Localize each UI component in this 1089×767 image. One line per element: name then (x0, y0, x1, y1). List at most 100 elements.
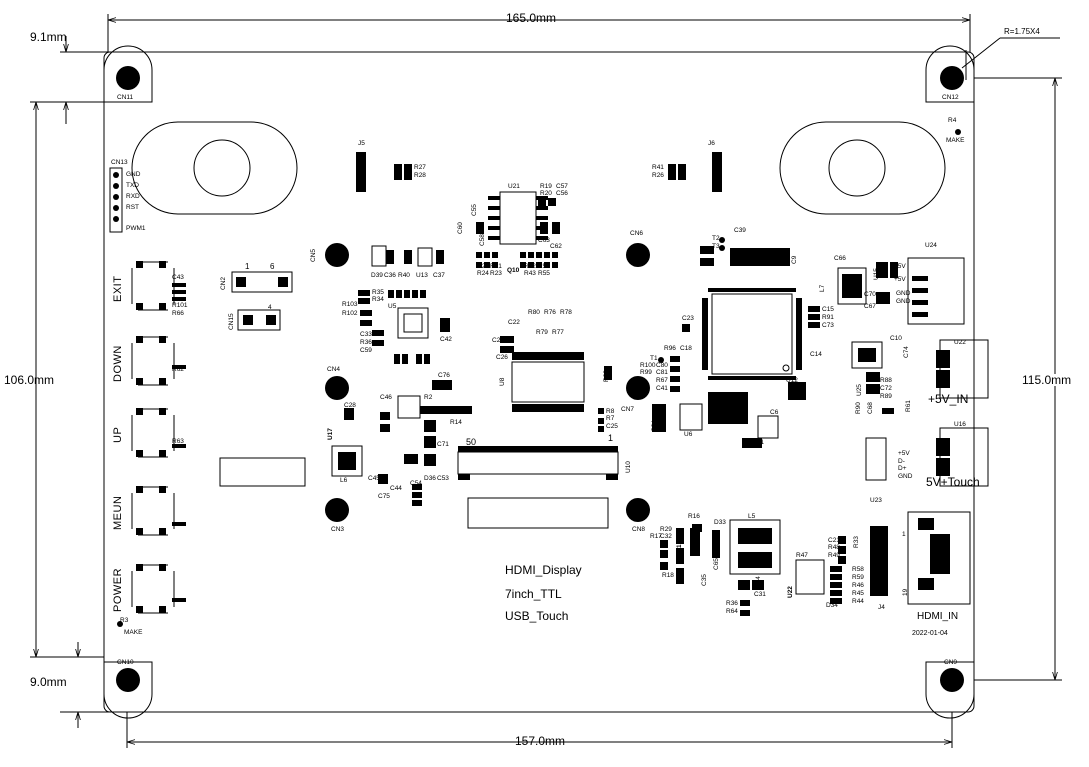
ref-r33: R33 (853, 536, 860, 548)
ref-c70: C70 (864, 291, 876, 298)
r4-make: MAKE (946, 137, 965, 144)
mount-hole-cn6: CN6 (630, 230, 644, 237)
ref-r21: R21 (490, 263, 502, 270)
ref-c22: C22 (508, 319, 520, 326)
ref-r56: R56 (538, 263, 550, 270)
ref-t2: T2 (712, 235, 720, 242)
ref-r40: R40 (398, 272, 410, 279)
ref-c71: C71 (437, 441, 449, 448)
ref-c39: C39 (734, 227, 746, 234)
ref-c76: C76 (438, 372, 450, 379)
ref-r90: R90 (855, 402, 862, 414)
ref-d36: D36 (424, 475, 436, 482)
ref-r43: R43 (524, 270, 536, 277)
fpc-pin-1: 1 (608, 433, 614, 443)
r4-label: R4 (948, 117, 957, 124)
ref-r41: R41 (652, 164, 664, 171)
header-pin-txd: TXD (126, 182, 139, 189)
mount-hole-cn12: CN12 (942, 94, 959, 101)
ref-c33: C33 (360, 331, 372, 338)
mount-hole-cn8: CN8 (632, 526, 646, 533)
mount-hole-cn10: CN10 (117, 659, 134, 666)
cn15-pin-mark: 4 (268, 304, 272, 311)
ref-c73: C73 (822, 322, 834, 329)
ref-r18: R18 (662, 572, 674, 579)
mount-hole-cn5: CN5 (310, 248, 317, 262)
ref-r47: R47 (796, 552, 808, 559)
u23-pin-4: GND (898, 473, 913, 480)
ref-c46: C46 (380, 394, 392, 401)
ref-r60: R60 (659, 420, 666, 432)
ref-c68: C68 (867, 402, 874, 414)
ref-r17: R17 (650, 533, 662, 540)
ref-r67: R67 (656, 377, 668, 384)
ref-u25: U25 (856, 384, 863, 396)
hdmi-pin-1: 1 (902, 531, 906, 538)
ref-r55: R55 (538, 270, 550, 277)
ref-r44: R44 (852, 598, 864, 605)
ref-c44: C44 (390, 485, 402, 492)
board-title-line1: HDMI_Display (505, 563, 582, 577)
ref-r42: R42 (524, 263, 536, 270)
ref-c42: C42 (440, 336, 452, 343)
ref-r78: R78 (560, 309, 572, 316)
ref-r27: R27 (414, 164, 426, 171)
ref-u11: U11 (676, 544, 683, 556)
u24-pin-1: +5V (894, 263, 906, 270)
ref-c65: C65 (713, 558, 720, 570)
ref-q10: Q10 (507, 267, 520, 274)
connector-u23: U23 (870, 497, 882, 504)
ref-u15: U15 (873, 268, 880, 280)
ref-u12: U12 (786, 377, 798, 384)
ref-l7: L7 (819, 284, 826, 292)
u24-pin-2: +5V (894, 276, 906, 283)
ref-r100: R100 (640, 362, 656, 369)
u23-pin-2: D- (898, 458, 905, 465)
hdmi-pin-19: 19 (902, 588, 909, 596)
ref-c72: C72 (880, 385, 892, 392)
ref-c45: C45 (368, 475, 380, 482)
ref-r79: R79 (536, 329, 548, 336)
ref-r16: R16 (688, 513, 700, 520)
ref-c74: C74 (903, 346, 910, 358)
button-label-exit: EXIT (112, 275, 124, 302)
ref-c37: C37 (433, 272, 445, 279)
connector-u16: U16 (954, 421, 966, 428)
r3-label: R3 (120, 617, 129, 624)
ref-c21: C21 (828, 537, 840, 544)
ref-c53: C53 (437, 475, 449, 482)
ref-t1: T1 (650, 355, 658, 362)
ref-c32: C32 (660, 533, 672, 540)
ref-r26: R26 (652, 172, 664, 179)
ref-u6: U6 (684, 431, 693, 438)
ref-c61: C61 (360, 320, 372, 327)
connector-u24: U24 (925, 242, 937, 249)
ref-c14: C14 (810, 351, 822, 358)
connector-u10: U10 (625, 461, 632, 473)
ref-d33: D33 (714, 519, 726, 526)
ref-r89: R89 (880, 393, 892, 400)
connector-u22: U22 (954, 339, 966, 346)
ref-d34: D34 (826, 602, 838, 609)
u24-pin-4: GND (896, 298, 911, 305)
label-5v-touch: 5V+Touch (926, 475, 980, 489)
ref-c36: C36 (384, 272, 396, 279)
ref-r36: R36 (360, 339, 372, 346)
ref-c62: C62 (550, 243, 562, 250)
ref-r59: R59 (852, 574, 864, 581)
board-date: 2022-01-04 (912, 630, 948, 637)
connector-cn2: CN2 (220, 276, 227, 290)
ref-u13: U13 (416, 272, 428, 279)
button-label-up: UP (112, 426, 124, 443)
ref-c81: C81 (656, 369, 668, 376)
connector-j5: J5 (358, 140, 365, 147)
ref-r80: R80 (528, 309, 540, 316)
ref-c35: C35 (701, 574, 708, 586)
ref-c75: C75 (378, 493, 390, 500)
ref-r23: R23 (490, 270, 502, 277)
ref-r28: R28 (414, 172, 426, 179)
board-outline (103, 51, 975, 713)
ref-r62: R62 (172, 366, 184, 373)
cn2-pin-6: 6 (270, 262, 275, 271)
